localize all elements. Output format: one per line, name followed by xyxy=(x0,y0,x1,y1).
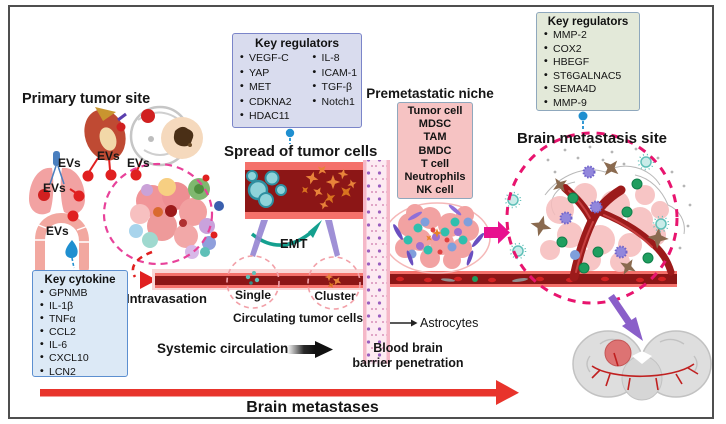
evs-label: EVs xyxy=(46,224,69,238)
brain-metastasis-cluster xyxy=(504,131,692,305)
box-title: Key regulators xyxy=(547,16,629,28)
cell-type: TAM xyxy=(423,131,447,144)
to-brain-arrow xyxy=(608,294,643,341)
cytokine-connector xyxy=(65,240,78,269)
intravasation-label: Intravasation xyxy=(126,291,207,306)
brain-key-regulators-box: Key regulators MMP-2 COX2 HBEGF ST6GALNA… xyxy=(536,12,640,111)
regulator-list: MMP-2 COX2 HBEGF ST6GALNAC5 SEMA4D MMP-9 xyxy=(540,28,636,111)
evs-label: EVs xyxy=(43,181,66,195)
list-item: IL-1β xyxy=(39,299,124,313)
evs-label: EVs xyxy=(127,156,150,170)
bbb-penetration-label: Blood brain barrier penetration xyxy=(352,341,464,370)
cluster-label: Cluster xyxy=(314,289,356,303)
cell-type: MDSC xyxy=(418,118,452,131)
key-cytokine-box: Key cytokine GPNMB IL-1β TNFα CCL2 IL-6 … xyxy=(32,270,128,379)
list-item: ST6GALNAC5 xyxy=(543,69,636,84)
primary-tumor-cluster xyxy=(102,162,224,266)
list-item: CDKNA2 xyxy=(239,94,309,110)
regulator-list-col1: VEGF-C YAP MET CDKNA2 HDAC11 xyxy=(236,50,309,124)
list-item: COX2 xyxy=(543,42,636,57)
brain-site-dashed-circle xyxy=(505,131,679,305)
list-item: Notch1 xyxy=(312,94,358,110)
list-item: LCN2 xyxy=(39,365,124,379)
regulator-list-col2: IL-8 ICAM-1 TGF-β Notch1 xyxy=(309,50,358,124)
kidney-icon xyxy=(84,107,127,161)
cell-type: BMDC xyxy=(418,144,452,157)
brain-box-connector xyxy=(578,111,588,129)
cell-type: NK cell xyxy=(416,184,454,197)
astrocytes-arrow xyxy=(390,319,418,327)
spread-box-connector xyxy=(285,128,295,144)
cytokine-list: GPNMB IL-1β TNFα CCL2 IL-6 CXCL10 LCN2 xyxy=(36,286,124,379)
brain-icon xyxy=(572,330,712,401)
circulation-vessel-right xyxy=(383,271,677,287)
cell-type: T cell xyxy=(420,157,450,170)
emt-label: EMT xyxy=(280,236,308,251)
list-item: SEMA4D xyxy=(543,82,636,97)
single-label: Single xyxy=(234,288,271,302)
list-item: IL-6 xyxy=(39,338,124,352)
list-item: CCL2 xyxy=(39,325,124,339)
callout-beams xyxy=(250,220,340,257)
list-item: CXCL10 xyxy=(39,351,124,365)
list-item: IL-8 xyxy=(312,50,358,66)
list-item: TGF-β xyxy=(312,79,358,95)
list-item: MET xyxy=(239,79,309,95)
list-item: GPNMB xyxy=(39,286,124,300)
systemic-circulation-label: Systemic circulation xyxy=(157,341,289,356)
premet-to-brain-arrow xyxy=(484,221,510,244)
list-item: VEGF-C xyxy=(239,50,309,66)
circulation-vessel-left xyxy=(152,269,368,290)
epithelial-tumor-cells xyxy=(246,170,287,208)
primary-dashed-circle xyxy=(102,162,214,266)
list-item: HDAC11 xyxy=(239,108,309,124)
spread-of-tumor-cells-title: Spread of tumor cells xyxy=(224,143,378,160)
ctc-cluster-circle xyxy=(307,256,361,310)
list-item: MMP-2 xyxy=(543,28,636,43)
astrocytes-label: Astrocytes xyxy=(420,316,479,330)
spread-key-regulators-box: Key regulators VEGF-C YAP MET CDKNA2 HDA… xyxy=(232,33,362,128)
melanoma-icon xyxy=(161,117,203,159)
list-item: MMP-9 xyxy=(543,96,636,111)
systemic-circulation-arrow xyxy=(287,341,333,358)
premetastatic-niche-title: Premetastatic niche xyxy=(366,86,494,101)
circulating-tumor-cells-label: Circulating tumor cells xyxy=(232,311,364,325)
evs-label: EVs xyxy=(58,156,81,170)
box-title: Key regulators xyxy=(254,36,340,50)
blood-brain-barrier xyxy=(363,160,390,364)
cell-type: Neutrophils xyxy=(404,171,466,184)
brain-metastasis-site-title: Brain metastasis site xyxy=(516,130,668,147)
box-title: Key cytokine xyxy=(44,274,116,286)
premetastatic-cluster xyxy=(383,202,491,274)
evs-label: EVs xyxy=(97,149,120,163)
list-item: ICAM-1 xyxy=(312,65,358,81)
brain-metastases-label: Brain metastases xyxy=(246,399,379,416)
cell-type: Tumor cell xyxy=(407,105,463,117)
ev-dots xyxy=(67,157,218,239)
premetastatic-cells-box: Tumor cell MDSC TAM BMDC T cell Neutroph… xyxy=(397,102,473,199)
list-item: YAP xyxy=(239,65,309,81)
intestine-icon xyxy=(34,212,90,277)
ctc-single-circle xyxy=(226,255,280,309)
brain-metastases-arrow xyxy=(40,380,519,405)
immune-virus-cells xyxy=(504,153,670,260)
intravasation-arrow xyxy=(131,250,157,289)
list-item: HBEGF xyxy=(543,55,636,70)
list-item: TNFα xyxy=(39,312,124,326)
spread-vessel xyxy=(245,162,367,219)
primary-tumor-site-title: Primary tumor site xyxy=(22,91,151,107)
